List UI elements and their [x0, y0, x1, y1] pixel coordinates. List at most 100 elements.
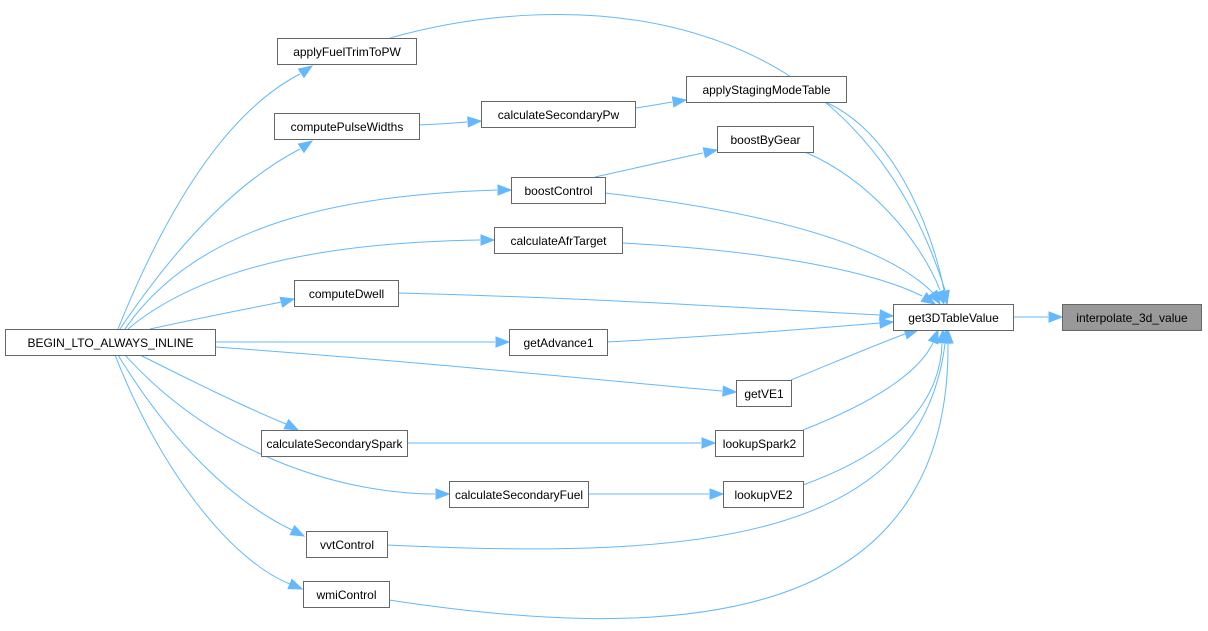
- node-box[interactable]: [715, 430, 804, 457]
- arrowhead-icon: [701, 437, 717, 449]
- node-begin[interactable]: BEGIN_LTO_ALWAYS_INLINE: [5, 329, 216, 356]
- node-label[interactable]: calculateAfrTarget: [510, 234, 607, 248]
- node-box[interactable]: [509, 329, 608, 356]
- node-wmiControl[interactable]: wmiControl: [303, 581, 390, 608]
- node-box[interactable]: [303, 581, 390, 608]
- node-box[interactable]: [511, 177, 606, 204]
- node-label[interactable]: applyStagingModeTable: [702, 83, 830, 97]
- arrowhead-icon: [289, 524, 306, 537]
- arrowhead-icon: [879, 309, 895, 321]
- edge-applyStaging-to-get3d: [824, 101, 950, 306]
- node-label[interactable]: calculateSecondaryPw: [498, 108, 620, 122]
- edge-line: [802, 342, 934, 431]
- edge-line: [114, 354, 291, 585]
- edge-line: [149, 301, 283, 330]
- node-label[interactable]: calculateSecondarySpark: [266, 437, 403, 451]
- node-calcSecSpark[interactable]: calculateSecondarySpark: [261, 430, 408, 457]
- edge-getVE1-to-get3d: [790, 328, 920, 381]
- arrowhead-icon: [722, 385, 738, 397]
- edge-line: [388, 343, 949, 620]
- node-label[interactable]: calculateSecondaryFuel: [455, 488, 583, 502]
- arrowhead-icon: [920, 292, 937, 305]
- edges-layer: [114, 13, 1064, 620]
- node-box[interactable]: [5, 329, 216, 356]
- edge-begin-to-applyFuelTrim: [117, 65, 314, 330]
- edge-line: [824, 101, 945, 291]
- node-label[interactable]: wmiControl: [315, 588, 376, 602]
- node-box[interactable]: [261, 430, 408, 457]
- node-lookupSpark2[interactable]: lookupSpark2: [715, 430, 804, 457]
- node-label[interactable]: getVE1: [744, 387, 784, 401]
- arrowhead-icon: [435, 488, 451, 500]
- node-box[interactable]: [481, 101, 636, 128]
- node-box[interactable]: [494, 227, 623, 254]
- node-label[interactable]: boostByGear: [730, 133, 800, 147]
- node-label[interactable]: get3DTableValue: [908, 311, 999, 325]
- edge-line: [127, 239, 481, 330]
- node-boostByGear[interactable]: boostByGear: [717, 126, 814, 153]
- node-label[interactable]: applyFuelTrimToPW: [293, 45, 401, 59]
- node-lookupVE2[interactable]: lookupVE2: [723, 481, 804, 508]
- node-box[interactable]: [294, 280, 399, 307]
- edge-calcAfr-to-get3d: [621, 242, 937, 305]
- arrowhead-icon: [297, 65, 314, 79]
- node-get3d[interactable]: get3DTableValue: [893, 304, 1014, 331]
- node-label[interactable]: boostControl: [524, 184, 592, 198]
- node-applyStaging[interactable]: applyStagingModeTable: [686, 76, 847, 103]
- node-box[interactable]: [717, 126, 814, 153]
- arrowhead-icon: [927, 289, 941, 306]
- node-box[interactable]: [893, 304, 1014, 331]
- node-applyFuelTrim[interactable]: applyFuelTrimToPW: [277, 38, 417, 65]
- node-computeDwell[interactable]: computeDwell: [294, 280, 399, 307]
- node-vvtControl[interactable]: vvtControl: [306, 531, 388, 558]
- node-label[interactable]: computePulseWidths: [291, 120, 404, 134]
- node-label[interactable]: BEGIN_LTO_ALWAYS_INLINE: [27, 336, 193, 350]
- node-box[interactable]: [1062, 304, 1202, 331]
- edge-line: [594, 152, 704, 178]
- edge-boostControl-to-get3d: [604, 192, 941, 306]
- edge-line: [621, 242, 923, 297]
- node-getAdvance1[interactable]: getAdvance1: [509, 329, 608, 356]
- node-label[interactable]: lookupSpark2: [723, 437, 797, 451]
- node-box[interactable]: [449, 481, 589, 508]
- edge-line: [214, 346, 723, 392]
- arrowhead-icon: [480, 234, 496, 246]
- arrowhead-icon: [279, 296, 296, 308]
- node-box[interactable]: [274, 113, 420, 140]
- node-box[interactable]: [686, 76, 847, 103]
- node-box[interactable]: [277, 38, 417, 65]
- edge-begin-to-getAdvance1: [215, 336, 511, 348]
- arrowhead-icon: [497, 184, 513, 196]
- edge-applyFuelTrim-to-get3d: [389, 13, 950, 306]
- node-calcSecFuel[interactable]: calculateSecondaryFuel: [449, 481, 589, 508]
- node-box[interactable]: [723, 481, 804, 508]
- edge-lookupSpark2-to-get3d: [802, 328, 939, 431]
- node-box[interactable]: [306, 531, 388, 558]
- edge-boostControl-to-boostByGear: [594, 147, 719, 178]
- node-calcAfr[interactable]: calculateAfrTarget: [494, 227, 623, 254]
- node-label[interactable]: interpolate_3d_value: [1076, 311, 1188, 325]
- node-label[interactable]: computeDwell: [309, 287, 384, 301]
- node-computePulseWidths[interactable]: computePulseWidths: [274, 113, 420, 140]
- node-box[interactable]: [736, 380, 792, 407]
- edge-calcSecSpark-to-lookupSpark2: [407, 437, 717, 449]
- node-label[interactable]: getAdvance1: [523, 336, 593, 350]
- edge-calcSecPw-to-applyStaging: [634, 96, 688, 109]
- arrowhead-icon: [879, 317, 895, 329]
- edge-line: [604, 192, 934, 294]
- node-boostControl[interactable]: boostControl: [511, 177, 606, 204]
- edge-line: [634, 101, 673, 109]
- node-interpolate[interactable]: interpolate_3d_value: [1062, 304, 1202, 331]
- arrowhead-icon: [709, 488, 725, 500]
- node-label[interactable]: lookupVE2: [734, 488, 792, 502]
- node-getVE1[interactable]: getVE1: [736, 380, 792, 407]
- edge-wmiControl-to-get3d: [388, 328, 954, 620]
- edge-line: [802, 343, 943, 486]
- edge-line: [397, 292, 881, 316]
- edge-begin-to-calcSecSpark: [139, 354, 300, 431]
- edge-line: [790, 333, 906, 381]
- edge-begin-to-boostControl: [124, 184, 513, 330]
- edge-begin-to-calcSecFuel: [124, 354, 451, 500]
- node-label[interactable]: vvtControl: [320, 538, 374, 552]
- node-calcSecPw[interactable]: calculateSecondaryPw: [481, 101, 636, 128]
